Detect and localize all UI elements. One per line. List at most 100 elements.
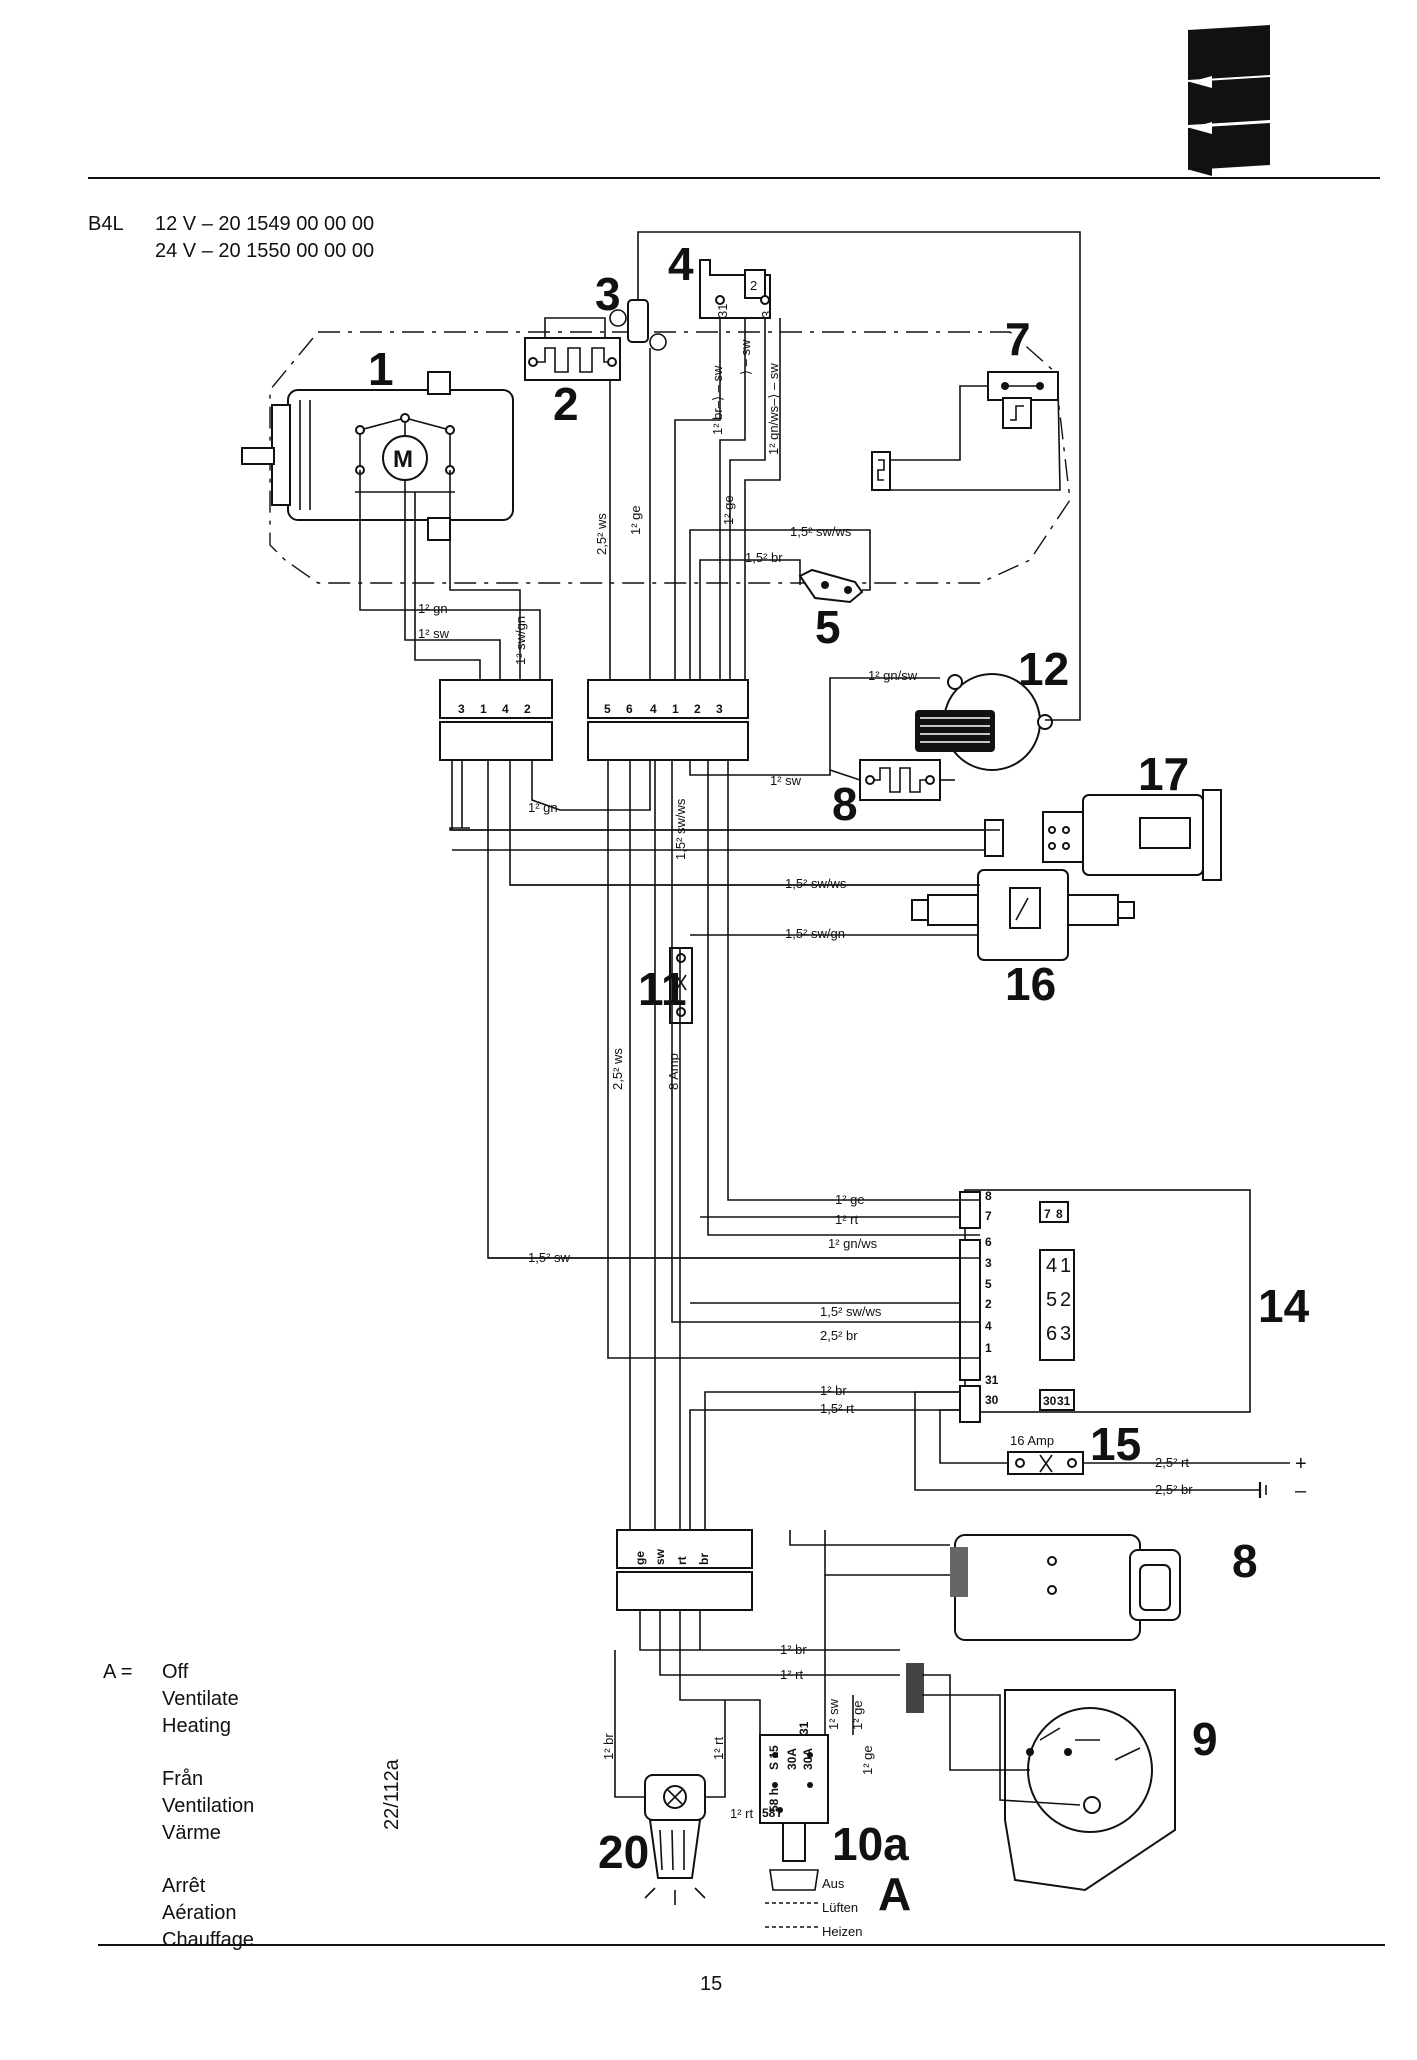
label-7: 7	[1005, 313, 1031, 365]
svg-text:1,5² sw/ws: 1,5² sw/ws	[785, 876, 847, 891]
svg-text:1,5² sw: 1,5² sw	[528, 1250, 571, 1265]
svg-text:Heating: Heating	[162, 1715, 231, 1737]
svg-text:1² ge: 1² ge	[850, 1700, 865, 1730]
svg-text:A =: A =	[103, 1661, 132, 1683]
svg-text:2: 2	[985, 1297, 992, 1311]
wire-labels: 1² gn 1² sw 1² sw/gn 1² gn 2,5² ws 1² ge…	[418, 339, 1307, 1821]
label-9: 9	[1192, 1713, 1218, 1765]
svg-text:7: 7	[1044, 1207, 1051, 1221]
connector-left	[439, 679, 553, 761]
svg-text:1² rt: 1² rt	[730, 1806, 754, 1821]
svg-text:Aération: Aération	[162, 1902, 237, 1924]
variant-12v: 12 V – 20 1549 00 00 00	[155, 213, 374, 235]
svg-text:4: 4	[650, 702, 657, 716]
svg-text:S 15: S 15	[767, 1745, 781, 1770]
svg-text:–: –	[1295, 1480, 1307, 1502]
label-1: 1	[368, 343, 394, 395]
switch-pos-lueften: Lüften	[822, 1900, 858, 1915]
metering-pump	[915, 673, 1053, 771]
svg-text:1,5² rt: 1,5² rt	[820, 1401, 854, 1416]
svg-text:Off: Off	[162, 1661, 189, 1683]
svg-text:1² rt: 1² rt	[835, 1212, 859, 1227]
svg-text:2: 2	[694, 702, 701, 716]
svg-text:3: 3	[1060, 1323, 1071, 1345]
svg-text:2,5² rt: 2,5² rt	[1155, 1455, 1189, 1470]
svg-text:4: 4	[1046, 1255, 1057, 1277]
svg-text:1² ge: 1² ge	[835, 1192, 865, 1207]
svg-text:⟩ – sw: ⟩ – sw	[738, 339, 753, 375]
svg-text:Från: Från	[162, 1768, 203, 1790]
wiring	[359, 231, 1290, 1806]
svg-text:1,5² sw/ws: 1,5² sw/ws	[673, 798, 688, 860]
svg-text:58T: 58T	[762, 1806, 783, 1820]
switch-dial	[906, 1663, 1176, 1892]
svg-text:4: 4	[502, 702, 509, 716]
svg-text:1² br: 1² br	[601, 1733, 616, 1760]
indicator-lamp	[644, 1774, 706, 1905]
svg-text:1,5² br: 1,5² br	[745, 550, 783, 565]
svg-text:1: 1	[1060, 1255, 1071, 1277]
label-11: 11	[638, 963, 687, 1015]
svg-text:1² gn/ws: 1² gn/ws	[828, 1236, 878, 1251]
label-8-resistor: 8	[832, 778, 858, 830]
svg-text:8 Amp: 8 Amp	[666, 1053, 681, 1090]
svg-text:1² sw: 1² sw	[826, 1698, 841, 1730]
label-A: A	[878, 1868, 911, 1920]
svg-text:1² ge: 1² ge	[721, 495, 736, 525]
svg-text:8: 8	[985, 1189, 992, 1203]
manufacturer-logo	[1188, 25, 1270, 176]
svg-text:30: 30	[1043, 1394, 1057, 1408]
label-10a: 10a	[832, 1818, 909, 1870]
svg-text:1² gn: 1² gn	[418, 601, 448, 616]
svg-text:1² br: 1² br	[820, 1383, 847, 1398]
svg-text:1² ge: 1² ge	[628, 505, 643, 535]
svg-text:7: 7	[985, 1209, 992, 1223]
fuse-16amp	[1007, 1451, 1084, 1475]
label-14: 14	[1258, 1280, 1310, 1332]
connector-pin-labels: 3 1 4 2 5 6 4 1 2 3 ge sw rt br 8 7 6 3 …	[458, 702, 1071, 1565]
svg-text:2: 2	[524, 702, 531, 716]
switch-pos-heizen: Heizen	[822, 1924, 862, 1939]
label-8-panel: 8	[1232, 1535, 1258, 1587]
svg-text:1² rt: 1² rt	[711, 1737, 726, 1761]
svg-text:+: +	[1295, 1453, 1307, 1475]
heater-outline	[269, 331, 1071, 584]
svg-text:6: 6	[1046, 1323, 1057, 1345]
overheat-switch	[987, 371, 1059, 429]
flame-sensor: 2 31 3	[699, 259, 774, 319]
control-unit	[959, 1189, 1251, 1423]
connector-middle	[587, 679, 749, 761]
svg-text:1: 1	[672, 702, 679, 716]
svg-text:1² br–⟩ – sw: 1² br–⟩ – sw	[710, 365, 725, 435]
label-17: 17	[1138, 748, 1189, 800]
svg-text:sw: sw	[653, 1548, 667, 1565]
svg-text:2,5² br: 2,5² br	[1155, 1482, 1193, 1497]
svg-text:1² sw: 1² sw	[418, 626, 450, 641]
label-12: 12	[1018, 643, 1069, 695]
svg-text:6: 6	[626, 702, 633, 716]
glow-element	[524, 317, 621, 381]
svg-text:1,5² sw/gn: 1,5² sw/gn	[785, 926, 845, 941]
svg-text:3: 3	[458, 702, 465, 716]
motor-symbol: M	[393, 446, 413, 473]
svg-text:30A: 30A	[785, 1748, 799, 1770]
svg-text:1: 1	[480, 702, 487, 716]
svg-text:1² sw/gn: 1² sw/gn	[513, 616, 528, 665]
control-panel	[950, 1534, 1181, 1641]
svg-text:6: 6	[985, 1235, 992, 1249]
switch-legend: A = Off Ventilate Heating Från Ventilati…	[103, 1661, 254, 1951]
svg-text:1² gn: 1² gn	[528, 800, 558, 815]
svg-text:3: 3	[759, 311, 774, 318]
fuse-8amp	[669, 947, 693, 1024]
svg-text:2: 2	[750, 278, 757, 293]
rotary-switch	[759, 1734, 829, 1891]
variant-24v: 24 V – 20 1550 00 00 00	[155, 240, 374, 262]
sensor-plug	[871, 451, 891, 491]
svg-text:1,5² sw/ws: 1,5² sw/ws	[790, 524, 852, 539]
svg-text:31: 31	[1057, 1394, 1071, 1408]
svg-text:1,5² sw/ws: 1,5² sw/ws	[820, 1304, 882, 1319]
svg-text:Chauffage: Chauffage	[162, 1929, 254, 1951]
svg-text:8: 8	[1056, 1207, 1063, 1221]
